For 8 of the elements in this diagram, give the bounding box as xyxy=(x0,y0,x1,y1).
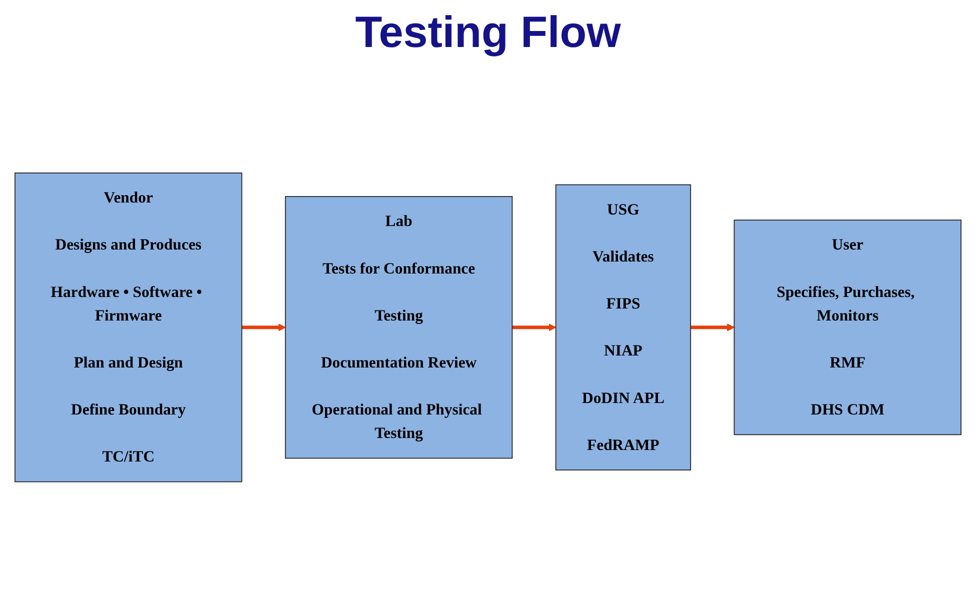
node-box: USG Validates FIPS NIAP DoDIN APL FedRAMP xyxy=(555,184,692,470)
diagram-title: Testing Flow xyxy=(354,8,622,58)
node-box: Lab Tests for Conformance Testing Documentation Review Operational and Physical Testing xyxy=(284,196,513,458)
arrow xyxy=(242,323,286,331)
arrow xyxy=(512,323,556,331)
node-box: Vendor Designs and Produces Hardware • Software • Firmware Plan and Design Define Boundary TC/iTC xyxy=(14,172,242,482)
arrow xyxy=(690,323,735,331)
node-box: User Specifies, Purchases, Monitors RMF DHS CDM xyxy=(734,219,962,435)
